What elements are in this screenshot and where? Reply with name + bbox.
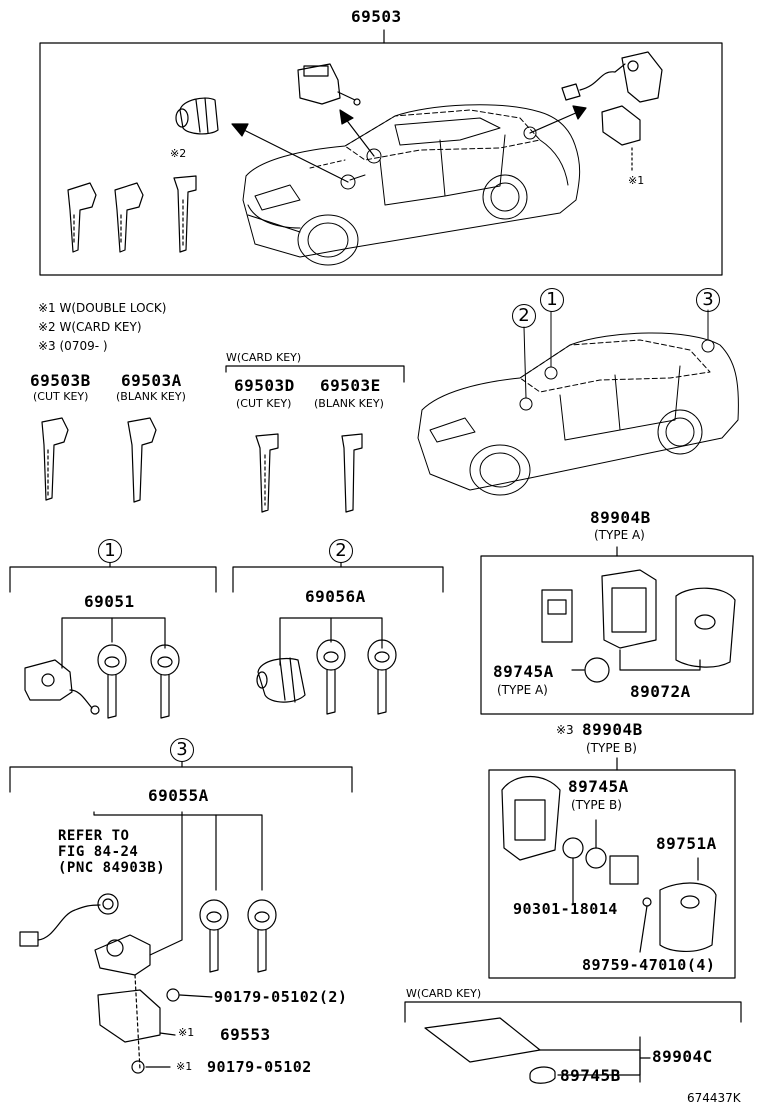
box-3-bolt-mark: ※1: [176, 1060, 193, 1073]
callout-3-car: 3: [696, 288, 720, 312]
key-part-69503B-sub: (CUT KEY): [33, 390, 89, 403]
box-3-part: 69055A: [148, 786, 209, 805]
box-3-cover-mark: ※1: [178, 1026, 195, 1039]
refer-line-2: FIG 84-24: [58, 844, 139, 860]
card-assy: 89904C: [652, 1047, 713, 1066]
callout-2-box: 2: [329, 539, 353, 563]
type-a-battery: 89745A: [493, 662, 554, 681]
box-3-screw: 90179-05102(2): [214, 988, 348, 1006]
note-3: ※3 (0709- ): [38, 339, 108, 353]
type-a-frame: [480, 546, 754, 715]
refer-line-3: (PNC 84903B): [58, 860, 166, 876]
box-3-cover: 69553: [220, 1025, 271, 1044]
refer-line-1: REFER TO: [58, 828, 130, 844]
type-b-sub: (TYPE B): [586, 741, 637, 755]
note-2: ※2 W(CARD KEY): [38, 320, 142, 334]
top-car-illustration: [242, 104, 581, 266]
note-mark-2: ※2: [170, 147, 187, 160]
type-b-battery-sub: (TYPE B): [571, 798, 622, 812]
card-key-part-69503E: 69503E: [320, 376, 381, 395]
top-parts: [67, 51, 663, 253]
box-1-frame: [9, 562, 217, 719]
card-key-frame: [404, 1001, 742, 1084]
callout-3-box: 3: [170, 738, 194, 762]
type-b-cover: 89751A: [656, 834, 717, 853]
callout-1-box: 1: [98, 539, 122, 563]
type-a-battery-sub: (TYPE A): [497, 683, 548, 697]
callout-1-car: 1: [540, 288, 564, 312]
key-sets: [41, 417, 363, 513]
card-key-part-69503E-sub: (BLANK KEY): [314, 397, 384, 410]
key-part-69503A: 69503A: [121, 371, 182, 390]
type-b-frame: [488, 757, 736, 979]
box-1-part: 69051: [84, 592, 135, 611]
top-assembly-frame: [39, 29, 723, 276]
box-3-frame: [9, 761, 353, 1074]
card-key-part-69503D: 69503D: [234, 376, 295, 395]
location-arrows: [231, 105, 587, 183]
type-b-mark: ※3: [556, 723, 574, 737]
middle-car-illustration: [417, 309, 739, 496]
card-battery: 89745B: [560, 1066, 621, 1085]
key-part-69503A-sub: (BLANK KEY): [116, 390, 186, 403]
type-b-oring: 90301-18014: [513, 900, 618, 918]
box-2-frame: [232, 562, 444, 715]
box-2-part: 69056A: [305, 587, 366, 606]
box-3-bolt: 90179-05102: [207, 1058, 312, 1076]
card-key-bracket: [225, 365, 405, 383]
note-mark-1: ※1: [628, 174, 645, 187]
type-b-part: 89904B: [582, 720, 643, 739]
type-b-battery: 89745A: [568, 777, 629, 796]
note-1: ※1 W(DOUBLE LOCK): [38, 301, 167, 315]
figure-id: 674437K: [687, 1091, 741, 1105]
key-part-69503B: 69503B: [30, 371, 91, 390]
main-part-number: 69503: [351, 7, 402, 26]
card-key-heading: W(CARD KEY): [226, 351, 302, 364]
type-a-sub: (TYPE A): [594, 528, 645, 542]
card-heading: W(CARD KEY): [406, 987, 482, 1000]
type-b-screw: 89759-47010(4): [582, 956, 716, 974]
type-a-part: 89904B: [590, 508, 651, 527]
callout-2-car: 2: [512, 304, 536, 328]
type-a-case: 89072A: [630, 682, 691, 701]
card-key-part-69503D-sub: (CUT KEY): [236, 397, 292, 410]
